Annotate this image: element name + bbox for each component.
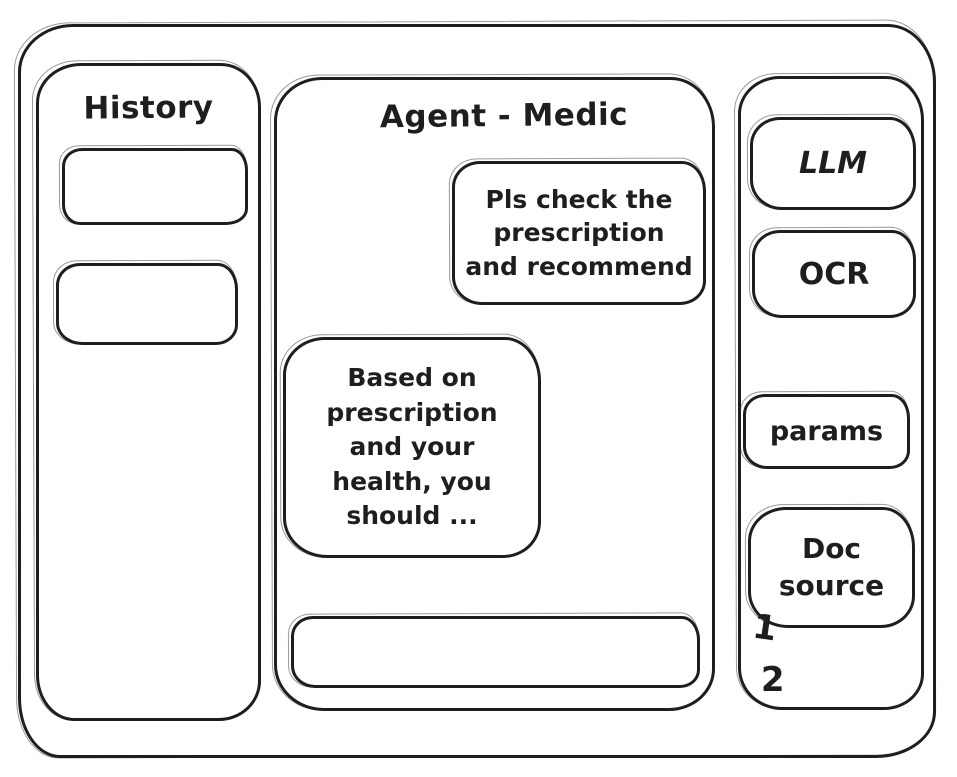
tool-ocr-button[interactable]: OCR: [752, 230, 916, 318]
chat-title: Agent - Medic: [379, 96, 629, 136]
message-input[interactable]: [294, 619, 697, 685]
doc-source-annotation-2: 2: [760, 660, 786, 700]
tool-llm-button[interactable]: LLM: [750, 117, 916, 210]
history-title: History: [83, 89, 214, 127]
tool-params-button[interactable]: params: [743, 394, 910, 469]
agent-message-bubble: Based on prescription and your health, y…: [283, 337, 541, 558]
history-item[interactable]: [62, 148, 248, 225]
tool-doc-source-button[interactable]: Doc source: [748, 507, 915, 628]
message-input-box[interactable]: [291, 616, 700, 688]
doc-source-annotation-1: 1: [750, 606, 780, 650]
history-item[interactable]: [56, 263, 238, 345]
user-message-bubble: Pls check the prescription and recommend: [452, 161, 706, 305]
